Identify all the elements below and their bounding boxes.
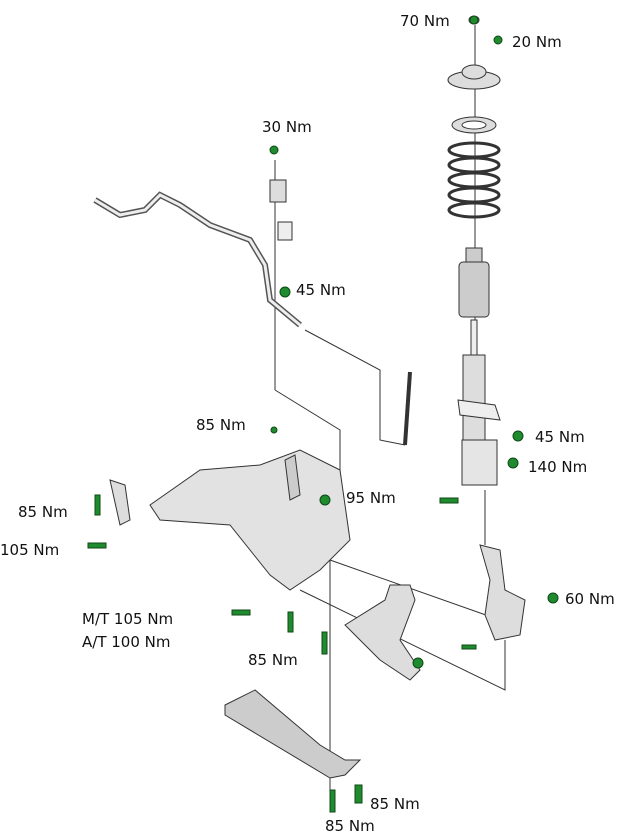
torque-label-stabilizer-link-upper: 45 Nm — [296, 281, 346, 299]
brace — [224, 689, 362, 779]
torque-label-subframe-bracket: 85 Nm — [196, 416, 246, 434]
bolts — [87, 15, 559, 813]
torque-label-rear-mount: 95 Nm — [346, 489, 396, 507]
torque-label-mt: M/T 105 Nm — [82, 610, 174, 628]
torque-label-brace-rear: 85 Nm — [370, 795, 420, 813]
torque-label-ball-joint: 60 Nm — [565, 590, 615, 608]
lower-control-arm — [344, 584, 421, 681]
torque-label-mount-nuts: 20 Nm — [512, 33, 562, 51]
torque-label-stabilizer-bracket: 30 Nm — [262, 118, 312, 136]
torque-label-stabilizer-link-lower: 45 Nm — [535, 428, 585, 446]
strut-mount — [447, 15, 501, 134]
steering-knuckle — [479, 544, 526, 641]
torque-label-engine-mount-85: 85 Nm — [18, 503, 68, 521]
torque-label-brace-bottom: 85 Nm — [325, 817, 375, 835]
subframe — [149, 449, 351, 591]
torque-label-strut-knuckle: 140 Nm — [528, 458, 588, 476]
torque-label-strut-top-nut: 70 Nm — [400, 12, 450, 30]
torque-label-subframe-front: 85 Nm — [248, 651, 298, 669]
torque-label-at: A/T 100 Nm — [82, 633, 171, 651]
coil-spring — [447, 141, 501, 219]
torque-label-engine-mount-105: 105 Nm — [0, 541, 60, 559]
